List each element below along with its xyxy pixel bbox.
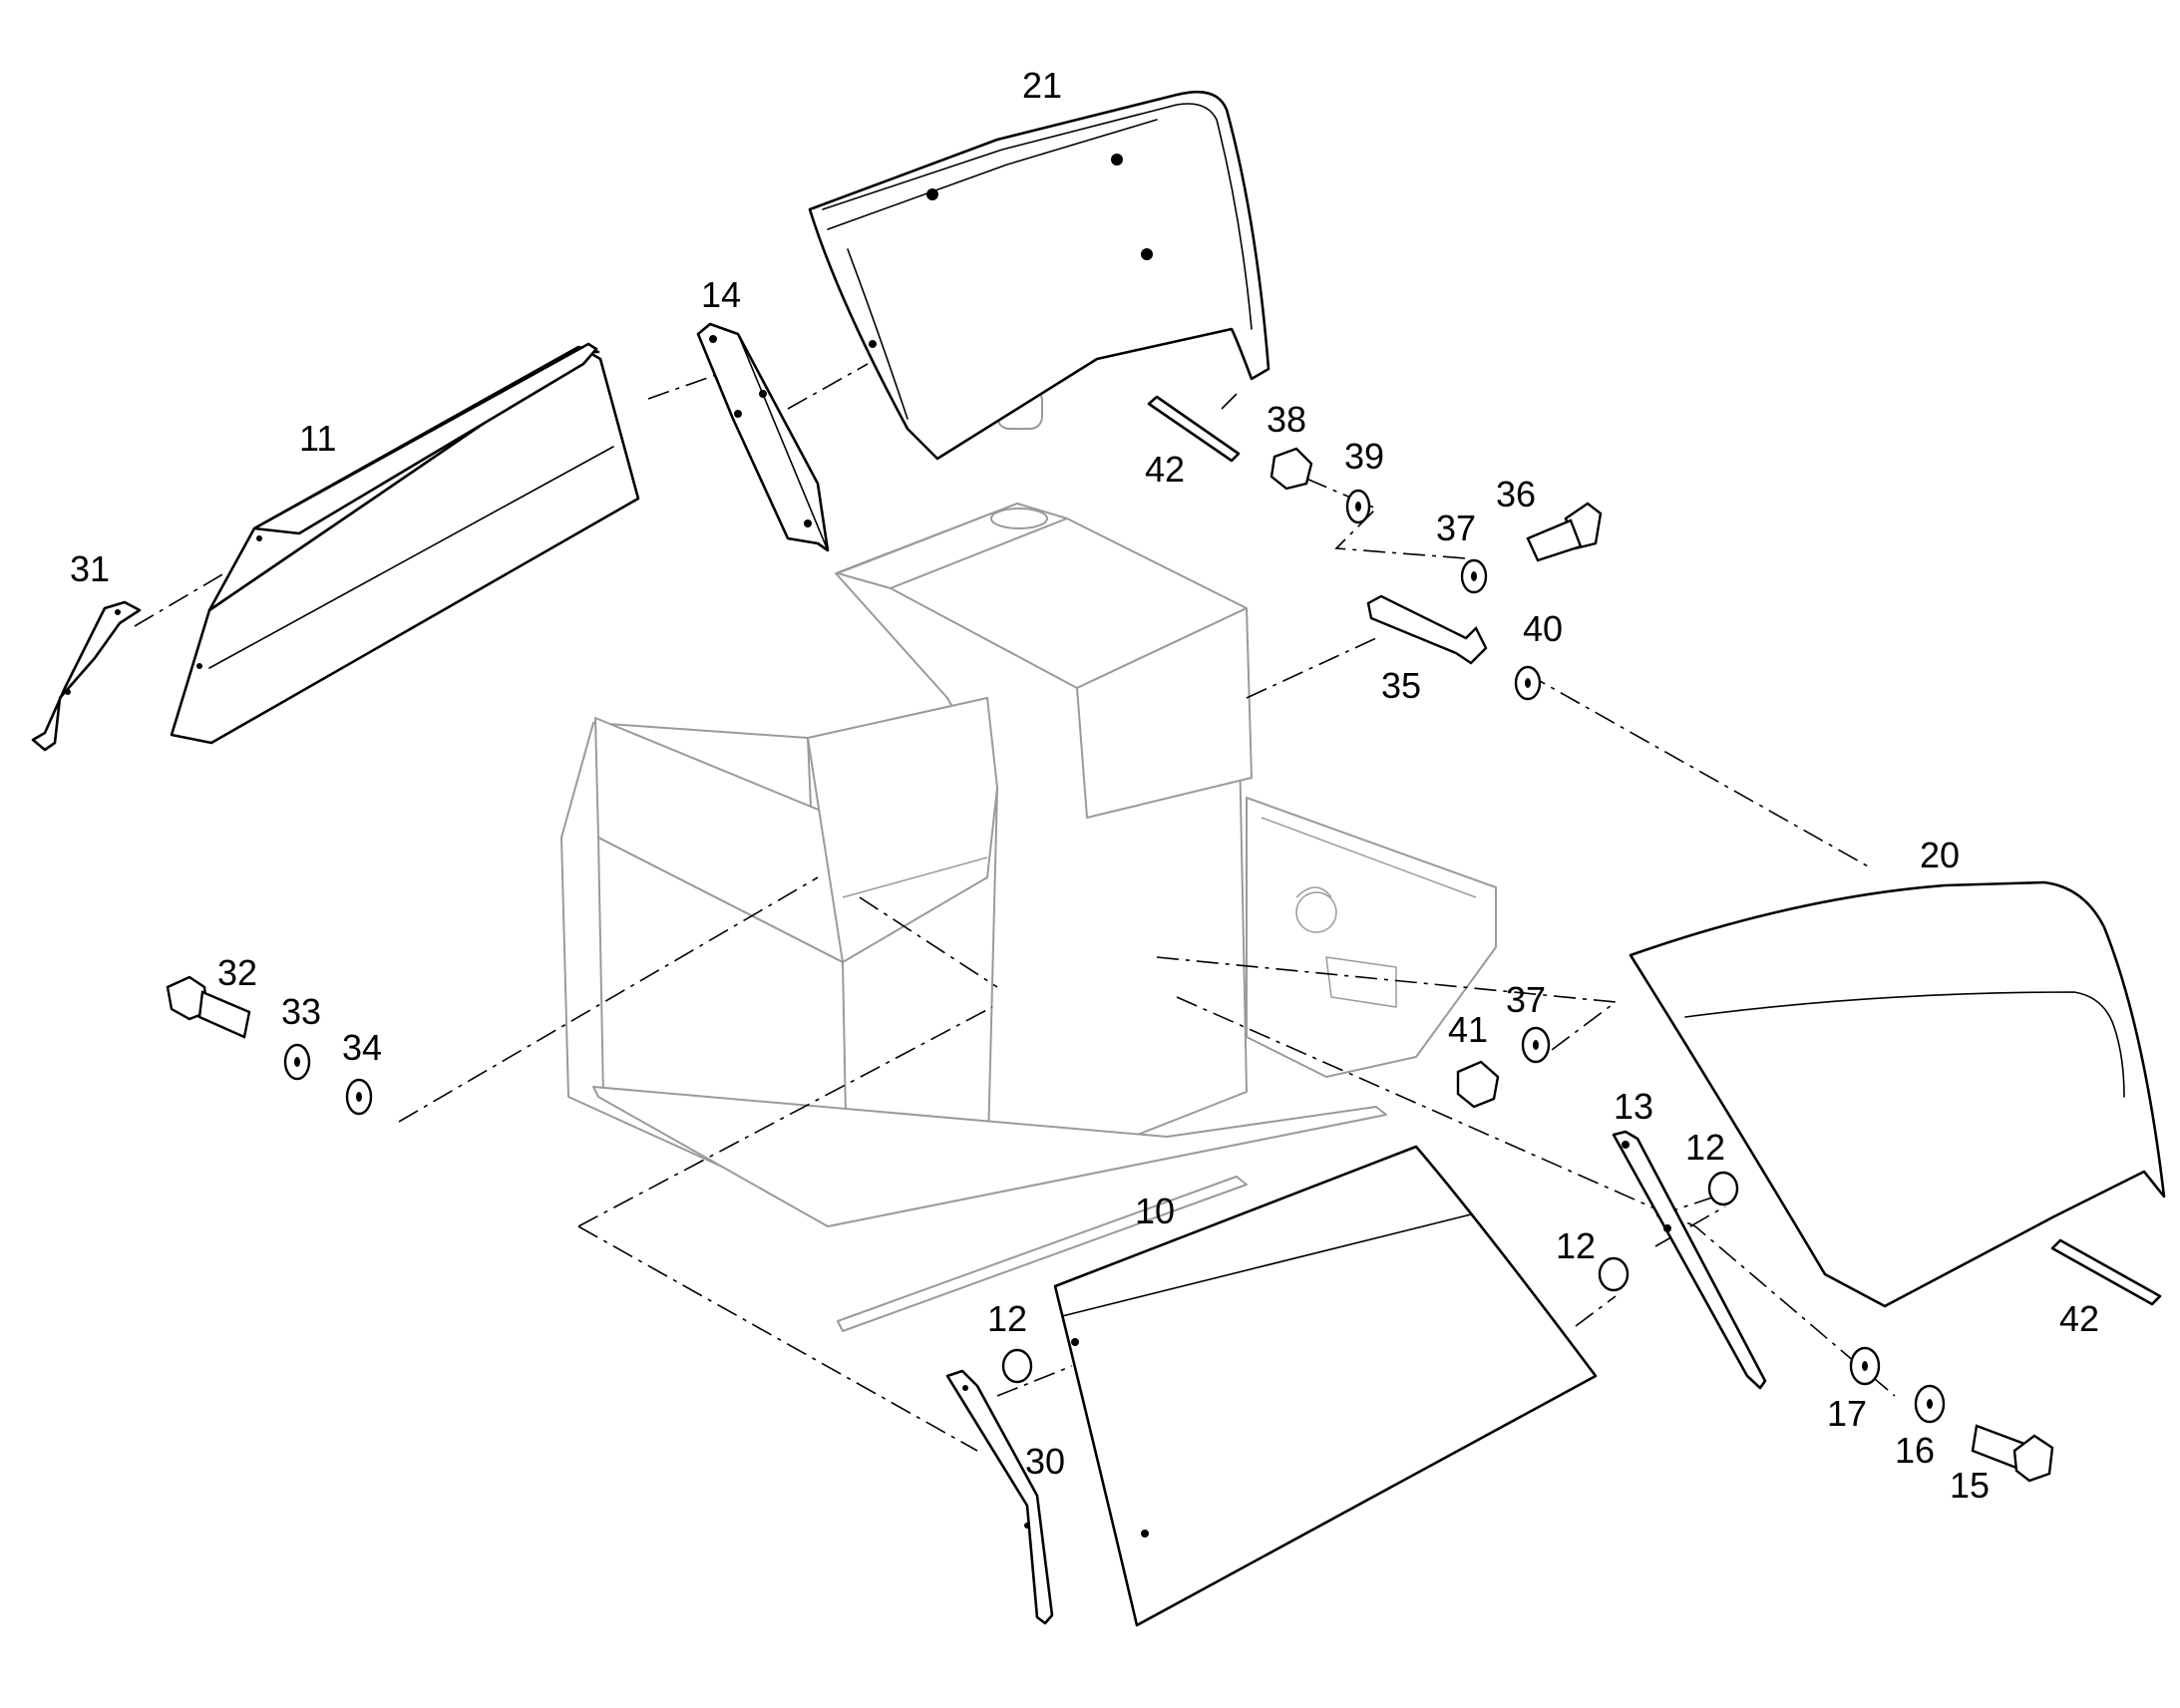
callout-41: 41 [1448, 1009, 1488, 1050]
callout-30: 30 [1025, 1441, 1065, 1482]
callout-39: 39 [1344, 436, 1384, 477]
callout-12-c: 12 [987, 1298, 1027, 1339]
part-36-bolt-shaft [1526, 518, 1583, 562]
part-32-bolt-shaft [197, 990, 251, 1039]
part-30-bracket [945, 1369, 1054, 1625]
callout-15: 15 [1950, 1465, 1990, 1506]
part-12-grommets [1001, 1171, 1739, 1384]
part-42-pin-bottom [2050, 1238, 2162, 1306]
base-frame [560, 388, 1497, 1332]
callout-35: 35 [1381, 665, 1421, 706]
callout-37-top: 37 [1436, 508, 1476, 548]
callout-34: 34 [342, 1027, 382, 1068]
part-10-cover [1053, 1145, 1598, 1627]
hardware-lower-right [1849, 1346, 2054, 1483]
part-13-strip [1612, 1130, 1767, 1390]
leader-lines [134, 363, 1896, 1452]
callout-36: 36 [1496, 474, 1536, 514]
hardware-middle-right [1456, 1026, 1551, 1109]
part-31-bracket [31, 600, 142, 752]
callout-10: 10 [1135, 1191, 1175, 1231]
hardware-upper-right [1270, 447, 1603, 701]
callout-12-a: 12 [1685, 1127, 1725, 1168]
callout-40: 40 [1523, 608, 1563, 649]
callout-37-bottom: 37 [1506, 979, 1546, 1020]
part-11-cover [170, 342, 640, 745]
part-15-bolt-head [2012, 1434, 2054, 1483]
part-41-nut [1456, 1060, 1500, 1109]
callout-16: 16 [1895, 1430, 1935, 1471]
callout-17: 17 [1827, 1393, 1867, 1434]
callout-13: 13 [1614, 1086, 1653, 1127]
callout-11: 11 [299, 418, 336, 459]
callout-38: 38 [1267, 399, 1306, 440]
part-14-bracket [696, 322, 830, 552]
callout-33: 33 [281, 991, 321, 1032]
part-38-nut [1270, 447, 1313, 491]
callout-21: 21 [1022, 65, 1062, 106]
callout-31: 31 [70, 548, 110, 589]
callout-42-bottom: 42 [2059, 1298, 2099, 1339]
part-20-cover [1629, 880, 2166, 1308]
callout-42-top: 42 [1145, 449, 1185, 490]
part-21-cover [808, 90, 1271, 461]
callout-14: 14 [701, 274, 741, 315]
hardware-left [166, 975, 373, 1116]
callout-32: 32 [217, 952, 257, 993]
callout-labels: 21 14 11 31 38 39 42 36 37 40 35 20 32 3… [70, 65, 2099, 1506]
callout-12-b: 12 [1556, 1225, 1596, 1266]
part-42-pin-top [1147, 395, 1241, 463]
callout-20: 20 [1920, 835, 1960, 875]
part-35-bracket [1366, 594, 1488, 665]
